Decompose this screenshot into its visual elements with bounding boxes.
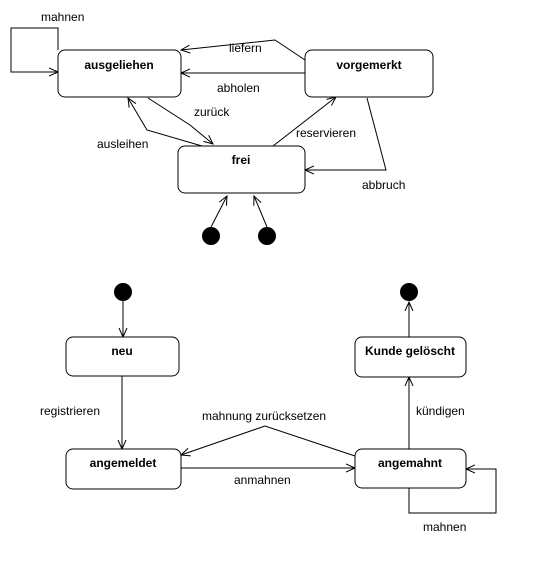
final-state-customer <box>400 283 418 301</box>
label-registrieren: registrieren <box>40 404 100 418</box>
edge-ausleihen <box>128 98 203 147</box>
initial-state-customer <box>114 283 132 301</box>
label-mahnen-bottom: mahnen <box>423 520 466 534</box>
edge-zurueck <box>147 97 213 144</box>
label-liefern: liefern <box>229 41 262 55</box>
initial-state-1 <box>202 227 220 245</box>
edge-initial-1 <box>210 196 227 228</box>
state-ausgeliehen: ausgeliehen <box>57 49 182 98</box>
state-kunde-geloescht: Kunde gelöscht <box>354 336 467 378</box>
label-mahnen-top: mahnen <box>41 10 84 24</box>
label-abbruch: abbruch <box>362 178 405 192</box>
label-abholen: abholen <box>217 81 260 95</box>
edge-liefern <box>181 39 306 61</box>
customer-state-diagram: neu Kunde gelöscht angemeldet angemahnt … <box>40 283 497 534</box>
state-angemeldet-label: angemeldet <box>90 456 157 470</box>
library-item-state-diagram: ausgeliehen vorgemerkt frei mahnen liefe… <box>10 10 434 245</box>
edge-initial-2 <box>254 196 268 228</box>
initial-state-2 <box>258 227 276 245</box>
state-angemeldet: angemeldet <box>65 448 182 490</box>
state-vorgemerkt-label: vorgemerkt <box>336 58 401 72</box>
label-reservieren: reservieren <box>296 126 356 140</box>
edge-abbruch <box>305 97 387 170</box>
state-ausgeliehen-label: ausgeliehen <box>84 58 153 72</box>
edge-mahnen-self-bottom <box>408 469 497 514</box>
label-zurueck: zurück <box>194 105 230 119</box>
edge-mahnen-self <box>10 27 58 72</box>
state-angemahnt: angemahnt <box>354 448 467 489</box>
state-kunde-geloescht-label: Kunde gelöscht <box>365 344 455 358</box>
label-anmahnen: anmahnen <box>234 473 291 487</box>
label-kuendigen: kündigen <box>416 404 465 418</box>
state-frei-label: frei <box>232 153 251 167</box>
edge-reservieren <box>272 97 336 147</box>
state-angemahnt-label: angemahnt <box>378 456 442 470</box>
edge-mahnung-zuruecksetzen <box>181 425 356 457</box>
state-neu-label: neu <box>111 344 132 358</box>
label-mahnung-zuruecksetzen: mahnung zurücksetzen <box>202 409 326 423</box>
state-frei: frei <box>177 145 306 194</box>
state-neu: neu <box>65 336 180 377</box>
state-vorgemerkt: vorgemerkt <box>304 49 434 98</box>
label-ausleihen: ausleihen <box>97 137 148 151</box>
